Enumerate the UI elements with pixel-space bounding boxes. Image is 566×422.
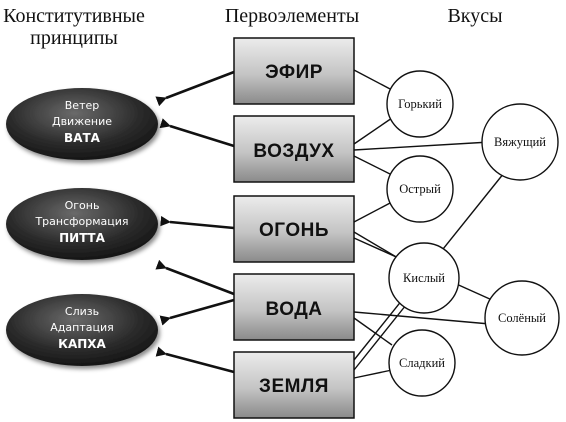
- line-fire-sour: [353, 231, 399, 259]
- connector-lines: [353, 69, 509, 379]
- line-air-pungent: [353, 155, 393, 176]
- line-air-astringent: [353, 141, 491, 151]
- principle-vata-line1: Ветер: [65, 99, 99, 112]
- line-water-sweet: [353, 317, 393, 346]
- element-fire-label: ОГОНЬ: [259, 220, 329, 241]
- element-water: ВОДА: [233, 273, 355, 341]
- taste-pungent: Острый: [386, 155, 454, 223]
- arrow-ether-vata: [155, 70, 235, 107]
- header-elements: Первоэлементы: [225, 5, 359, 27]
- taste-circle: [388, 242, 460, 314]
- element-earth: ЗЕМЛЯ: [233, 351, 355, 419]
- header-principles-line2: принципы: [30, 27, 118, 49]
- element-water-label: ВОДА: [265, 299, 322, 320]
- element-box: [233, 195, 355, 263]
- principle-ellipse: [6, 188, 158, 260]
- principle-ellipse: [6, 88, 158, 160]
- element-air: ВОЗДУХ: [233, 115, 355, 183]
- taste-sweet-label: Сладкий: [399, 356, 445, 370]
- principle-vata-line2: Движение: [52, 115, 112, 128]
- element-fire: ОГОНЬ: [233, 195, 355, 263]
- taste-astringent-label: Вяжущий: [494, 135, 546, 149]
- line-water-salty: [353, 311, 491, 325]
- principle-pitta-line1: Огонь: [65, 199, 100, 212]
- arrow-air-vata: [159, 118, 235, 148]
- arrow-water-kapha: [159, 298, 235, 326]
- principle-kapha-line2: Адаптация: [50, 321, 113, 334]
- arrows: [155, 70, 235, 374]
- principle-pitta-line2: Трансформация: [34, 215, 128, 228]
- taste-bitter-label: Горький: [398, 97, 442, 111]
- taste-astringent: Вяжущий: [481, 103, 559, 181]
- line-earth-sweet: [353, 369, 393, 379]
- arrow-earth-kapha: [155, 346, 235, 374]
- element-air-label: ВОЗДУХ: [253, 141, 334, 162]
- principle-vata-line3: ВАТА: [64, 131, 101, 145]
- element-ether-label: ЭФИР: [265, 62, 323, 83]
- taste-circle: [388, 329, 456, 397]
- arrow-fire-pitta: [160, 215, 235, 230]
- element-box: [233, 37, 355, 105]
- line-earth-sour: [353, 299, 411, 371]
- element-earth-label: ЗЕМЛЯ: [259, 376, 329, 397]
- element-box: [233, 273, 355, 341]
- arrow-water-pitta: [155, 259, 235, 296]
- element-box: [233, 351, 355, 419]
- taste-sour-label: Кислый: [403, 271, 445, 285]
- principle-kapha-line3: КАПХА: [58, 337, 106, 351]
- taste-circle: [484, 280, 560, 356]
- header-principles-line1: Конститутивные: [3, 5, 145, 27]
- principle-pitta: Огонь Трансформация ПИТТА: [6, 188, 158, 260]
- taste-bitter: Горький: [386, 70, 454, 138]
- principle-kapha-line1: Слизь: [65, 305, 99, 318]
- header-tastes: Вкусы: [447, 5, 502, 27]
- principle-vata: Ветер Движение ВАТА: [6, 88, 158, 160]
- element-box: [233, 115, 355, 183]
- principle-kapha: Слизь Адаптация КАПХА: [6, 294, 158, 366]
- taste-sweet: Сладкий: [388, 329, 456, 397]
- line-ether-bitter: [353, 69, 393, 91]
- taste-salty: Солёный: [484, 280, 560, 356]
- element-ether: ЭФИР: [233, 37, 355, 105]
- principle-ellipse: [6, 294, 158, 366]
- taste-sour: Кислый: [388, 242, 460, 314]
- line-fire-pungent: [353, 201, 393, 223]
- taste-circle: [481, 103, 559, 181]
- line-air-bitter: [353, 117, 393, 145]
- taste-pungent-label: Острый: [399, 182, 441, 196]
- taste-circle: [386, 70, 454, 138]
- taste-salty-label: Солёный: [498, 311, 546, 325]
- principle-pitta-line3: ПИТТА: [59, 231, 105, 245]
- taste-circle: [386, 155, 454, 223]
